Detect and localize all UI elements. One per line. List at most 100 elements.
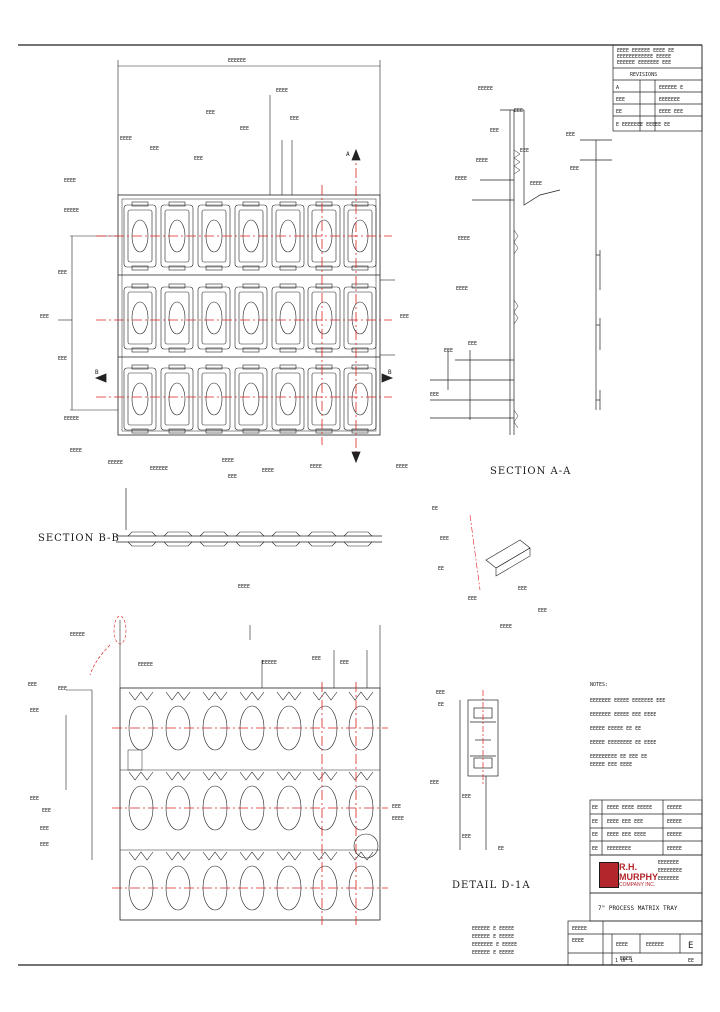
section-aa-dimensions: EEEEE EEE EEE EEE EEEE EEEE EEEE EEEE EE… xyxy=(430,86,579,398)
svg-text:EE: EE xyxy=(438,566,444,572)
svg-text:EEE: EEE xyxy=(400,314,409,320)
strip-bump xyxy=(127,531,157,547)
svg-text:EEEEE EEE EEEE: EEEEE EEE EEEE xyxy=(590,762,632,768)
svg-text:EEEEEE E EEEEE: EEEEEE E EEEEE xyxy=(472,934,514,940)
svg-text:EEEE: EEEE xyxy=(458,236,470,242)
svg-text:EEE: EEE xyxy=(150,146,159,152)
svg-text:EEEE: EEEE xyxy=(530,181,542,187)
svg-text:EEEE: EEEE xyxy=(310,464,322,470)
underside-cavity xyxy=(165,691,191,751)
drawing-size: E xyxy=(688,941,693,951)
revision-block xyxy=(612,44,703,132)
svg-text:EEEE: EEEE xyxy=(500,624,512,630)
underside-cavity xyxy=(165,771,191,831)
svg-text:EE: EE xyxy=(592,805,598,811)
svg-text:EEE: EEE xyxy=(240,126,249,132)
svg-text:EEEE: EEEE xyxy=(616,942,628,948)
company-name-line1: R.H. xyxy=(619,862,637,872)
underside-cavity xyxy=(202,851,228,911)
svg-text:EEEEEEE EEEEE EEEEEEE EEE: EEEEEEE EEEEE EEEEEEE EEE xyxy=(590,698,665,704)
svg-text:EEEEE: EEEEE xyxy=(262,660,277,666)
svg-text:EEE: EEE xyxy=(30,708,39,714)
svg-text:EEE: EEE xyxy=(58,686,67,692)
svg-text:EEEE EEEEEE EEEE EE: EEEE EEEEEE EEEE EE xyxy=(617,48,674,54)
svg-text:EEEEE: EEEEE xyxy=(572,926,587,932)
tray-underside-cavities xyxy=(128,691,374,911)
svg-text:EEE: EEE xyxy=(462,794,471,800)
svg-text:EEEE EEE: EEEE EEE xyxy=(659,109,683,115)
svg-text:EEEEEEEEE EE EEE EE: EEEEEEEEE EE EEE EE xyxy=(590,754,647,760)
tray-pocket xyxy=(123,283,157,353)
svg-text:EEE: EEE xyxy=(440,536,449,542)
svg-text:EE: EE xyxy=(498,846,504,852)
svg-text:EEE: EEE xyxy=(430,780,439,786)
svg-text:EEE: EEE xyxy=(436,690,445,696)
svg-text:EEEEE: EEEEE xyxy=(667,846,682,852)
svg-text:EEE: EEE xyxy=(312,656,321,662)
cut-label-b-left: B xyxy=(95,369,99,376)
svg-text:EEE: EEE xyxy=(58,356,67,362)
svg-text:EEEEEE: EEEEEE xyxy=(228,58,246,64)
underside-cavity xyxy=(202,771,228,831)
strip-bump xyxy=(271,531,301,547)
underside-cavity xyxy=(276,691,302,751)
svg-text:EEE: EEE xyxy=(616,97,625,103)
svg-text:EEEEEEE: EEEEEEE xyxy=(658,876,679,882)
svg-text:EEEEEEEE: EEEEEEEE xyxy=(658,868,682,874)
underside-cavity xyxy=(128,851,154,911)
company-subtitle: COMPANY INC. xyxy=(619,882,656,888)
strip-bump xyxy=(343,531,373,547)
strip-bump xyxy=(163,531,193,547)
tray-pocket xyxy=(234,283,268,353)
svg-text:EEE: EEE xyxy=(514,108,523,114)
tray-pocket xyxy=(307,364,341,434)
svg-text:EEE: EEE xyxy=(194,156,203,162)
section-aa-label: SECTION A-A xyxy=(490,466,571,477)
svg-text:EEE: EEE xyxy=(468,596,477,602)
svg-text:EEEE EEEE EEEEE: EEEE EEEE EEEEE xyxy=(607,805,652,811)
underside-cavity xyxy=(348,691,374,751)
underside-cavity xyxy=(312,851,338,911)
svg-text:EEE: EEE xyxy=(392,804,401,810)
company-name: R.H. MURPHY xyxy=(619,862,658,882)
svg-text:EEEEE: EEEEE xyxy=(64,208,79,214)
svg-text:EEEE: EEEE xyxy=(620,956,632,962)
tray-pocket xyxy=(197,364,231,434)
svg-text:EEEE: EEEE xyxy=(455,176,467,182)
underside-view-dimensions xyxy=(65,615,381,860)
svg-text:EEEEE: EEEEE xyxy=(70,632,85,638)
svg-text:EEEEEEE: EEEEEEE xyxy=(658,860,679,866)
svg-text:EEE: EEE xyxy=(28,682,37,688)
svg-text:EEEE: EEEE xyxy=(572,938,584,944)
svg-text:EE: EE xyxy=(432,506,438,512)
svg-text:EEEE: EEEE xyxy=(456,286,468,292)
svg-text:EEEEEEEEEEEE EEEEE: EEEEEEEEEEEE EEEEE xyxy=(617,54,671,60)
underside-cavity xyxy=(165,851,191,911)
tray-pocket xyxy=(160,364,194,434)
underside-cavity xyxy=(312,691,338,751)
svg-text:EEE: EEE xyxy=(206,110,215,116)
tray-pocket xyxy=(307,283,341,353)
detail-label: DETAIL D-1A xyxy=(452,880,531,891)
svg-text:EEEEEE: EEEEEE xyxy=(646,942,664,948)
svg-text:EEEE: EEEE xyxy=(70,448,82,454)
svg-text:EEEEE: EEEEE xyxy=(478,86,493,92)
section-aa-profile xyxy=(430,109,612,435)
sheet-number: 1 OF 1 xyxy=(615,958,633,964)
svg-text:EEEE: EEEE xyxy=(262,468,274,474)
svg-text:EEEE: EEEE xyxy=(222,458,234,464)
svg-text:EEEE: EEEE xyxy=(276,88,288,94)
svg-text:EEE: EEE xyxy=(42,808,51,814)
underside-cavity xyxy=(202,691,228,751)
svg-text:EE: EE xyxy=(616,109,622,115)
underside-cavity xyxy=(239,771,265,831)
svg-text:EE: EE xyxy=(592,832,598,838)
underside-cavity xyxy=(312,771,338,831)
svg-text:EEEEEEE EEEEE EEE EEEE: EEEEEEE EEEEE EEE EEEE xyxy=(590,712,656,718)
plan-view-dimensions xyxy=(58,60,395,411)
svg-text:EEEEE: EEEEE xyxy=(64,416,79,422)
underside-cavity xyxy=(239,851,265,911)
svg-text:EEEEEEE: EEEEEEE xyxy=(659,97,680,103)
tray-pocket xyxy=(123,364,157,434)
section-bb-profile xyxy=(127,531,373,547)
